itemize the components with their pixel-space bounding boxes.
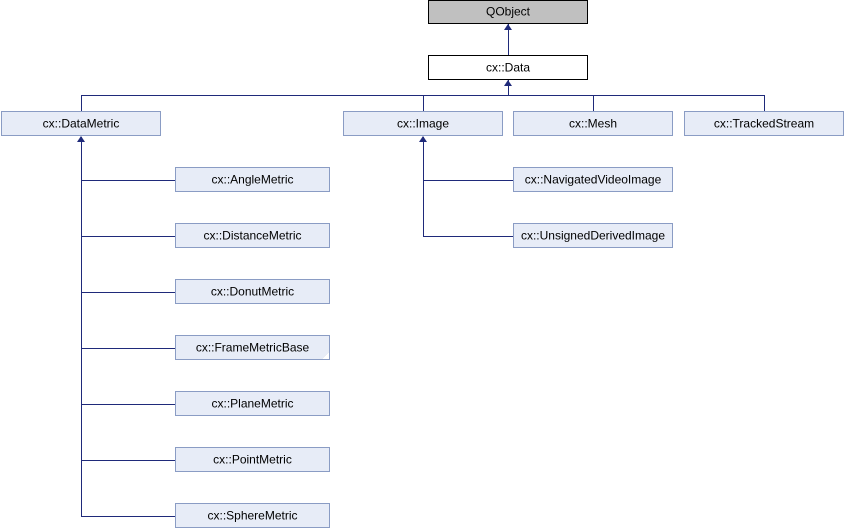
- class-node-data[interactable]: cx::Data: [428, 55, 588, 80]
- class-node-pointmetric[interactable]: cx::PointMetric: [175, 447, 330, 472]
- class-node-label: cx::NavigatedVideoImage: [524, 172, 662, 186]
- class-node-mesh[interactable]: cx::Mesh: [513, 111, 673, 136]
- class-node-label: cx::PointMetric: [213, 452, 292, 466]
- drop-to-trackedstream: [764, 95, 765, 111]
- branch-distancemetric: [81, 236, 175, 237]
- class-node-trackedstream[interactable]: cx::TrackedStream: [684, 111, 844, 136]
- image-arrowhead: [419, 136, 427, 142]
- class-node-framemetricbase[interactable]: cx::FrameMetricBase: [175, 335, 330, 360]
- drop-to-mesh: [593, 95, 594, 111]
- branch-spheremetric: [81, 516, 175, 517]
- class-node-label: cx::DistanceMetric: [203, 228, 302, 242]
- qobject-to-data-vertical: [508, 24, 509, 55]
- class-node-label: cx::UnsignedDerivedImage: [520, 228, 666, 242]
- class-node-unsignedderivedimage[interactable]: cx::UnsignedDerivedImage: [513, 223, 673, 248]
- branch-pointmetric: [81, 460, 175, 461]
- class-node-qobject[interactable]: QObject: [428, 0, 588, 24]
- datametric-arrowhead: [77, 136, 85, 142]
- class-node-label: cx::Mesh: [568, 116, 617, 130]
- class-node-label: cx::DataMetric: [42, 116, 120, 130]
- class-node-label: cx::Data: [485, 60, 530, 74]
- class-node-label: cx::FrameMetricBase: [195, 340, 310, 354]
- class-node-label: cx::PlaneMetric: [211, 396, 294, 410]
- drop-to-image: [423, 95, 424, 111]
- branch-anglemetric: [81, 180, 175, 181]
- data-arrowhead: [504, 80, 512, 86]
- class-node-label: cx::TrackedStream: [713, 116, 815, 130]
- class-node-donutmetric[interactable]: cx::DonutMetric: [175, 279, 330, 304]
- class-node-label: QObject: [485, 4, 530, 19]
- class-node-label: cx::SphereMetric: [207, 508, 298, 522]
- class-node-datametric[interactable]: cx::DataMetric: [1, 111, 161, 136]
- class-node-label: cx::Image: [396, 116, 450, 130]
- branch-navigatedvideoimage: [423, 180, 513, 181]
- data-children-bus: [81, 95, 764, 96]
- branch-planemetric: [81, 404, 175, 405]
- branch-unsignedderivedimage: [423, 236, 513, 237]
- class-node-distancemetric[interactable]: cx::DistanceMetric: [175, 223, 330, 248]
- branch-donutmetric: [81, 292, 175, 293]
- class-node-image[interactable]: cx::Image: [343, 111, 503, 136]
- class-node-planemetric[interactable]: cx::PlaneMetric: [175, 391, 330, 416]
- branch-framemetricbase: [81, 348, 175, 349]
- drop-to-datametric: [81, 95, 82, 111]
- class-node-label: cx::AngleMetric: [211, 172, 294, 186]
- class-node-anglemetric[interactable]: cx::AngleMetric: [175, 167, 330, 192]
- qobject-arrowhead: [504, 24, 512, 30]
- class-node-label: cx::DonutMetric: [210, 284, 295, 298]
- class-node-spheremetric[interactable]: cx::SphereMetric: [175, 503, 330, 528]
- class-node-navigatedvideoimage[interactable]: cx::NavigatedVideoImage: [513, 167, 673, 192]
- image-spine: [423, 137, 424, 237]
- data-down-stub: [508, 80, 509, 95]
- datametric-spine: [81, 137, 82, 516]
